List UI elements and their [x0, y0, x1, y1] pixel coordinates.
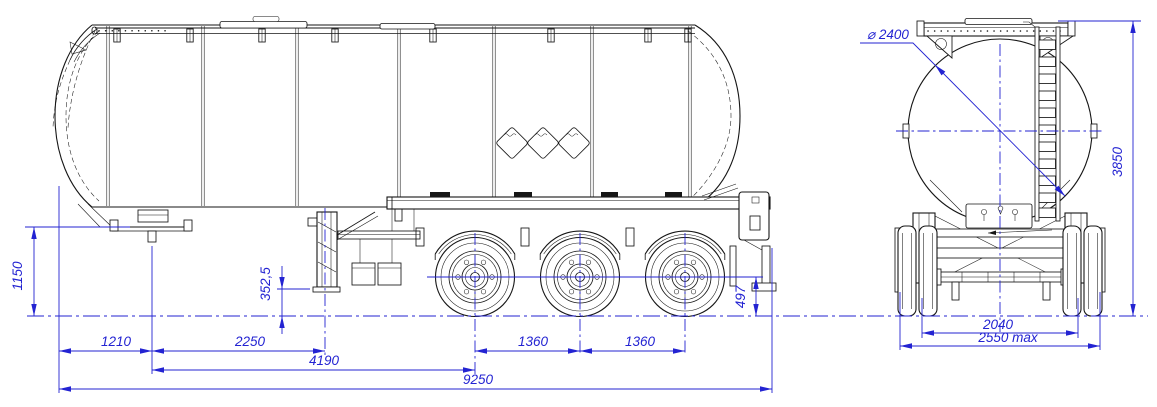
dim-label-352-5: 352,5 [258, 267, 273, 301]
landing-gear [307, 211, 379, 293]
dim-row-1: 1210 2250 1360 1360 [59, 334, 685, 354]
dim-label-3850: 3850 [1110, 146, 1125, 177]
dim-track-width: 2040 [922, 317, 1078, 336]
mudflap [729, 245, 737, 287]
kingpin [147, 230, 157, 243]
dim-landing-gear-clearance: 352,5 [258, 266, 285, 334]
rear-view [894, 18, 1106, 317]
rear-wheels [894, 225, 1106, 317]
dim-tank-diameter: ⌀ 2400 [860, 27, 1066, 197]
dim-label-diameter-2400: ⌀ 2400 [867, 27, 909, 42]
side-view [52, 16, 777, 318]
kingpin-assembly [77, 203, 193, 243]
dim-label-497: 497 [733, 285, 748, 308]
dim-overall-width: 2550 max [900, 330, 1100, 349]
front-handrail [69, 28, 98, 61]
dim-label-2040: 2040 [982, 317, 1014, 332]
dim-label-1360-rear: 1360 [625, 334, 656, 349]
dim-label-2250: 2250 [234, 334, 266, 349]
rear-underrun-bar [751, 282, 777, 292]
dim-label-1210: 1210 [101, 334, 132, 349]
dim-label-1360-front: 1360 [518, 334, 549, 349]
tank-shell [54, 24, 741, 208]
dim-label-1150: 1150 [10, 261, 25, 291]
discharge-valve-box [965, 203, 1033, 229]
tank-front-head [54, 24, 93, 208]
walkway-plank [379, 23, 436, 30]
top-walkway [52, 16, 695, 129]
dim-row-2: 4190 [152, 353, 475, 373]
toolbox [377, 262, 402, 286]
crank-handle [307, 217, 318, 227]
running-gear [415, 227, 726, 318]
dim-axle-centre-height: 497 [733, 277, 759, 316]
hazard-placards [495, 126, 591, 160]
dim-label-2550-max: 2550 max [977, 330, 1039, 345]
dimensions: 1150 352,5 497 1210 2250 1360 1360 [10, 20, 1141, 393]
dim-row-3: 9250 [59, 372, 772, 392]
dim-overall-height: 3850 [1110, 21, 1136, 316]
rear-bumper-post [761, 245, 771, 289]
side-skirt-rail [337, 230, 421, 240]
manhole-platform [219, 21, 308, 29]
rear-walkway [916, 18, 1076, 59]
landing-gear-foot [312, 286, 341, 293]
toolbox [351, 262, 376, 286]
dim-fifth-wheel-height: 1150 [10, 227, 37, 316]
rear-equipment [701, 183, 777, 292]
dim-label-4190: 4190 [309, 353, 340, 368]
chassis-frame [337, 192, 771, 286]
dim-label-9250: 9250 [463, 372, 494, 387]
tank-rear-head [694, 24, 741, 208]
